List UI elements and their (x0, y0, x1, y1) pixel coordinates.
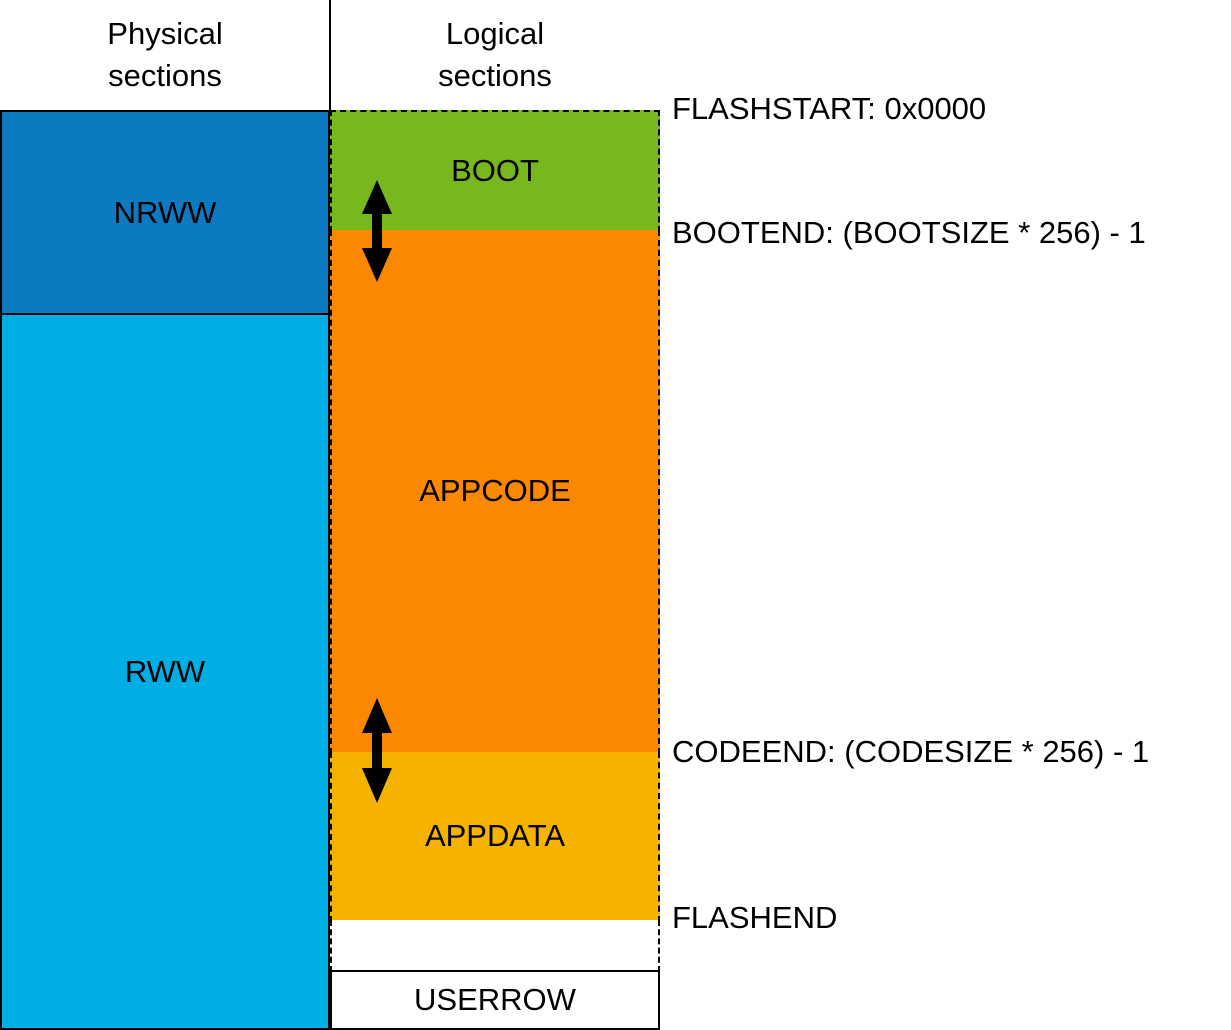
logical-section-userrow-label: USERROW (414, 982, 576, 1017)
boundary-label-codeend: CODEEND: (CODESIZE * 256) - 1 (672, 734, 1150, 769)
boundary-label-flashend: FLASHEND (672, 900, 838, 935)
physical-sections-header: Physical sections (107, 16, 223, 93)
logical-section-appdata-label: APPDATA (424, 818, 566, 853)
logical-section-appcode-label: APPCODE (419, 473, 571, 508)
logical-section-userrow: USERROW (330, 970, 660, 1030)
physical-section-nrww-label: NRWW (113, 194, 217, 230)
code-boundary-arrow (360, 698, 394, 803)
column-divider (329, 0, 331, 112)
boot-boundary-arrow (360, 180, 394, 282)
boundary-label-flashstart: FLASHSTART: 0x0000 (672, 91, 987, 126)
physical-section-rww-label: RWW (124, 653, 206, 689)
logical-section-boot-label: BOOT (451, 153, 539, 188)
boundary-label-bootend: BOOTEND: (BOOTSIZE * 256) - 1 (672, 215, 1146, 250)
physical-section-nrww: NRWW (0, 110, 330, 315)
physical-section-rww: RWW (0, 313, 330, 1030)
logical-section-appcode: APPCODE (330, 230, 660, 754)
logical-sections-header: Logical sections (438, 16, 552, 93)
logical-section-appdata: APPDATA (330, 752, 660, 922)
flash-end-gap (330, 920, 660, 972)
